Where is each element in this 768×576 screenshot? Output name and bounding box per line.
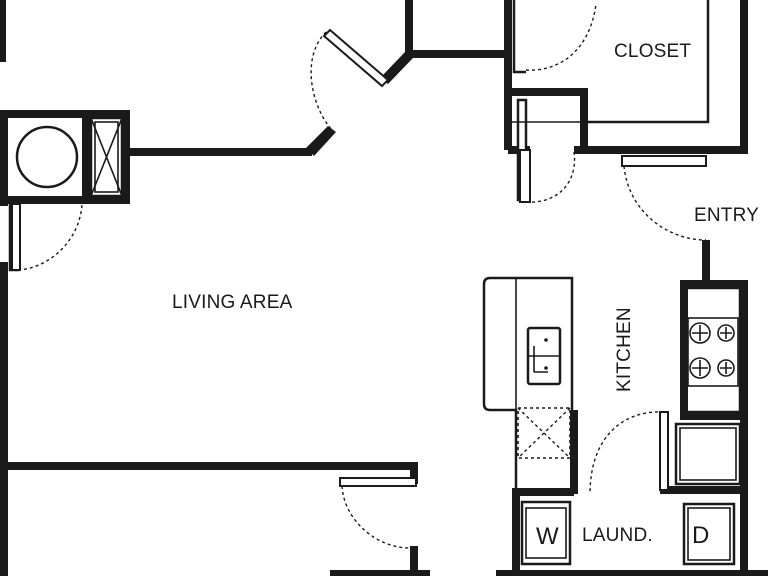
laundry-label: LAUND.: [582, 525, 653, 546]
fixtures: [15, 116, 742, 566]
refrigerator-icon: [674, 422, 742, 486]
closet-label: CLOSET: [614, 41, 691, 62]
kitchen-counter: [482, 276, 574, 496]
entry-label: ENTRY: [694, 205, 759, 226]
hvac-unit-icon: [89, 116, 124, 198]
dishwasher-icon: [517, 407, 571, 459]
living-area-label: LIVING AREA: [172, 292, 293, 313]
water-heater-icon: [15, 125, 79, 189]
kitchen-label: KITCHEN: [614, 307, 635, 392]
sink-icon: [526, 326, 562, 386]
washer-label: W: [536, 523, 559, 550]
washer-icon: [520, 500, 572, 566]
doors: [11, 3, 707, 549]
room-labels: CLOSET ENTRY LIVING AREA KITCHEN LAUND. …: [172, 41, 759, 550]
stove-icon: [684, 286, 742, 414]
dryer-label: D: [692, 522, 709, 549]
dryer-icon: [682, 502, 736, 566]
